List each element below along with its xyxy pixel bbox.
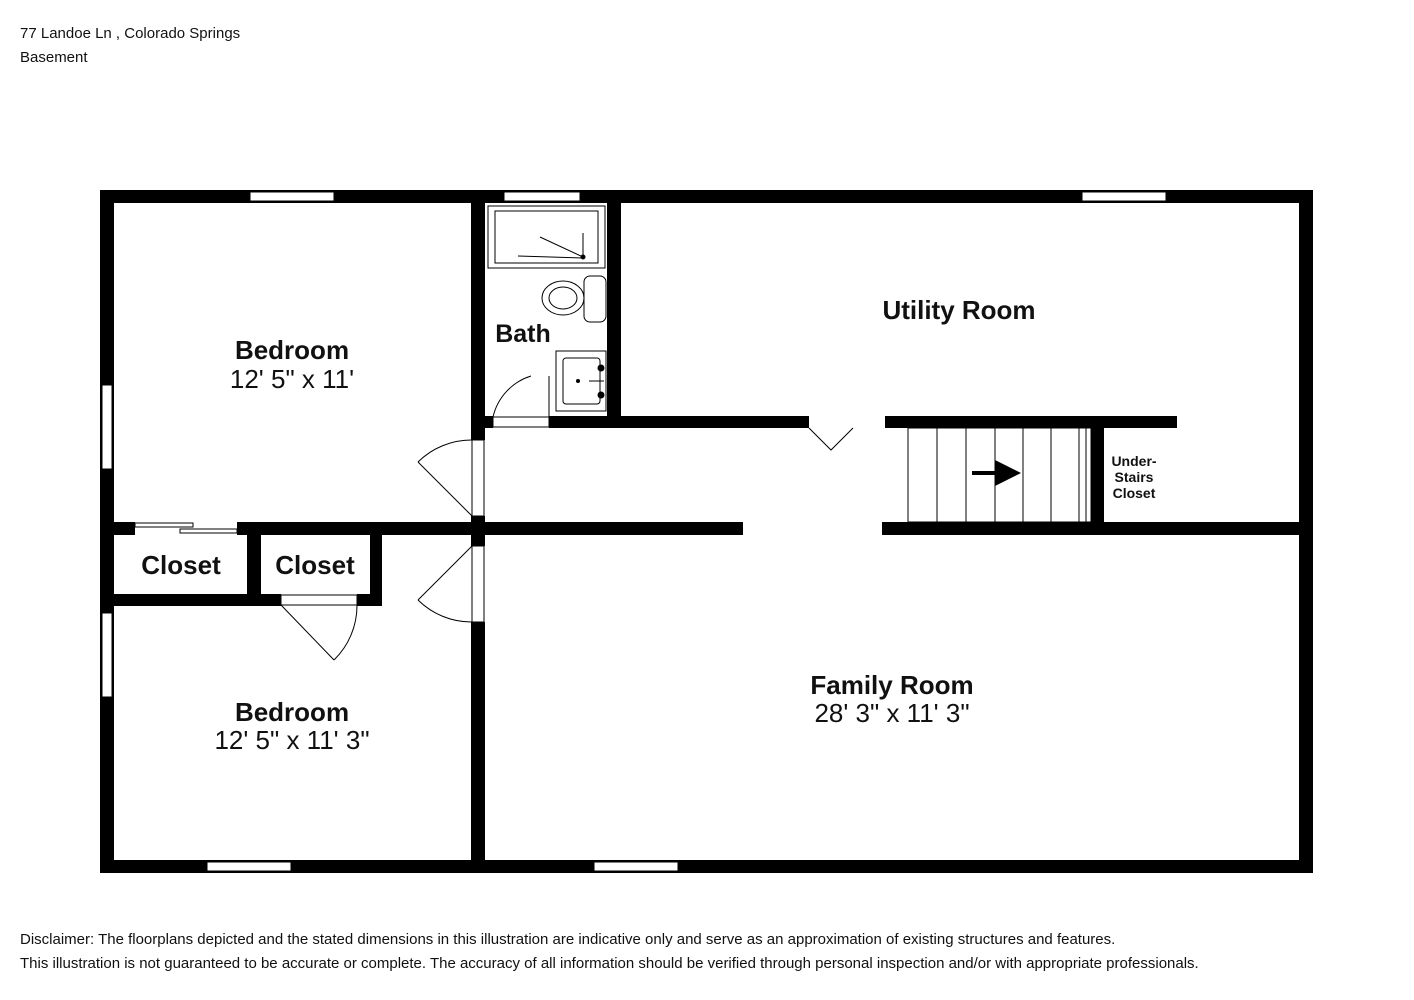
room-label-utility: Utility Room — [882, 295, 1035, 325]
window-utility — [1081, 191, 1167, 202]
doors — [280, 375, 854, 661]
toilet-icon — [541, 275, 607, 323]
shower-icon — [487, 205, 606, 269]
door-bedroom-top — [417, 439, 485, 517]
door-closet — [280, 594, 358, 661]
disclaimer-line-2: This illustration is not guaranteed to b… — [20, 955, 1199, 972]
room-dims-bedroom-bottom: 12' 5" x 11' 3" — [214, 725, 369, 755]
window-bedroom-top — [249, 191, 335, 202]
interior-walls — [100, 190, 1313, 873]
room-label-bedroom-top: Bedroom — [235, 335, 349, 365]
room-dims-bedroom-top: 12' 5" x 11' — [230, 364, 354, 394]
disclaimer: Disclaimer: The floorplans depicted and … — [20, 928, 1199, 976]
window-bath — [503, 191, 581, 202]
room-label-bedroom-bottom: Bedroom — [235, 697, 349, 727]
windows — [101, 191, 1167, 872]
door-utility-mark — [808, 427, 854, 451]
room-label-bath: Bath — [495, 320, 551, 348]
window-bedroom-bottom-side — [101, 612, 113, 698]
plan-header: 77 Landoe Ln , Colorado Springs Basement — [20, 22, 240, 70]
room-label-under-stairs-2: Stairs — [1115, 469, 1154, 485]
window-bedroom-bottom — [206, 861, 292, 872]
room-label-under-stairs-3: Closet — [1113, 485, 1156, 501]
door-bedroom-bottom — [417, 545, 485, 623]
room-label-closet-left: Closet — [141, 550, 221, 580]
room-label-under-stairs-1: Under- — [1111, 453, 1156, 469]
door-bath — [492, 375, 550, 428]
disclaimer-line-1: Disclaimer: The floorplans depicted and … — [20, 931, 1116, 948]
stairs-arrow-icon — [972, 460, 1021, 486]
property-address: 77 Landoe Ln , Colorado Springs — [20, 25, 241, 42]
window-bedroom-top-side — [101, 384, 113, 470]
floor-level: Basement — [20, 49, 88, 66]
room-label-family: Family Room — [810, 670, 973, 700]
sink-icon — [555, 350, 607, 412]
room-dims-family: 28' 3" x 11' 3" — [814, 698, 969, 728]
closet-sliding-door — [134, 522, 238, 534]
room-label-closet-right: Closet — [275, 550, 355, 580]
window-family — [593, 861, 679, 872]
